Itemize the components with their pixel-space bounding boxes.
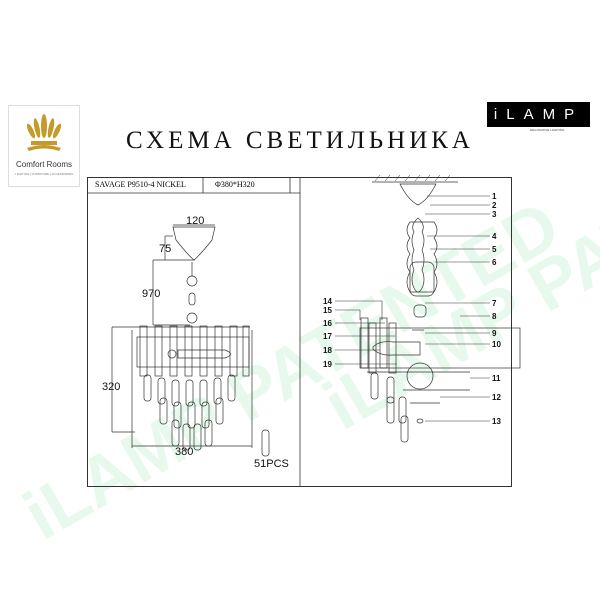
dim-canopy-height: 75	[159, 243, 171, 255]
part-label-15: 15	[323, 306, 332, 315]
part-label-14: 14	[323, 297, 332, 306]
drawing-frame	[87, 177, 512, 487]
dim-height: 320	[102, 381, 120, 393]
part-label-2: 2	[492, 201, 497, 210]
part-label-13: 13	[492, 417, 501, 426]
page-title: СХЕМА СВЕТИЛЬНИКА	[126, 127, 474, 154]
dim-diameter: 380	[175, 446, 193, 458]
part-label-12: 12	[492, 393, 501, 402]
part-label-10: 10	[492, 340, 501, 349]
front-view	[111, 224, 270, 457]
brand-tagline: LIGHTING | FURNITURE | ACCESSORIES	[15, 172, 73, 176]
part-label-8: 8	[492, 312, 497, 321]
comfort-rooms-logo: Comfort Rooms LIGHTING | FURNITURE | ACC…	[8, 105, 80, 187]
part-label-6: 6	[492, 258, 497, 267]
ilamp-logo: iLAMP	[487, 102, 590, 127]
crystal-drops	[143, 374, 236, 451]
part-label-9: 9	[492, 329, 497, 338]
model-size: Φ380*H320	[215, 180, 255, 189]
part-label-18: 18	[323, 346, 332, 355]
model-name: SAVAGE P9510-4 NICKEL	[95, 180, 186, 189]
exploded-view	[335, 174, 521, 443]
part-label-17: 17	[323, 332, 332, 341]
part-label-19: 19	[323, 360, 332, 369]
crystal-count: 51PCS	[254, 458, 289, 470]
dim-chain: 970	[142, 288, 160, 300]
part-label-7: 7	[492, 299, 497, 308]
part-label-3: 3	[492, 210, 497, 219]
part-label-1: 1	[492, 192, 497, 201]
part-label-16: 16	[323, 319, 332, 328]
part-label-5: 5	[492, 245, 497, 254]
part-label-4: 4	[492, 232, 497, 241]
brand-name: Comfort Rooms	[15, 160, 72, 169]
crown-icon	[26, 114, 62, 151]
part-label-11: 11	[492, 374, 501, 383]
ilamp-tagline: DECORATIVE LIGHTING	[530, 128, 565, 132]
dim-canopy: 120	[186, 215, 204, 227]
